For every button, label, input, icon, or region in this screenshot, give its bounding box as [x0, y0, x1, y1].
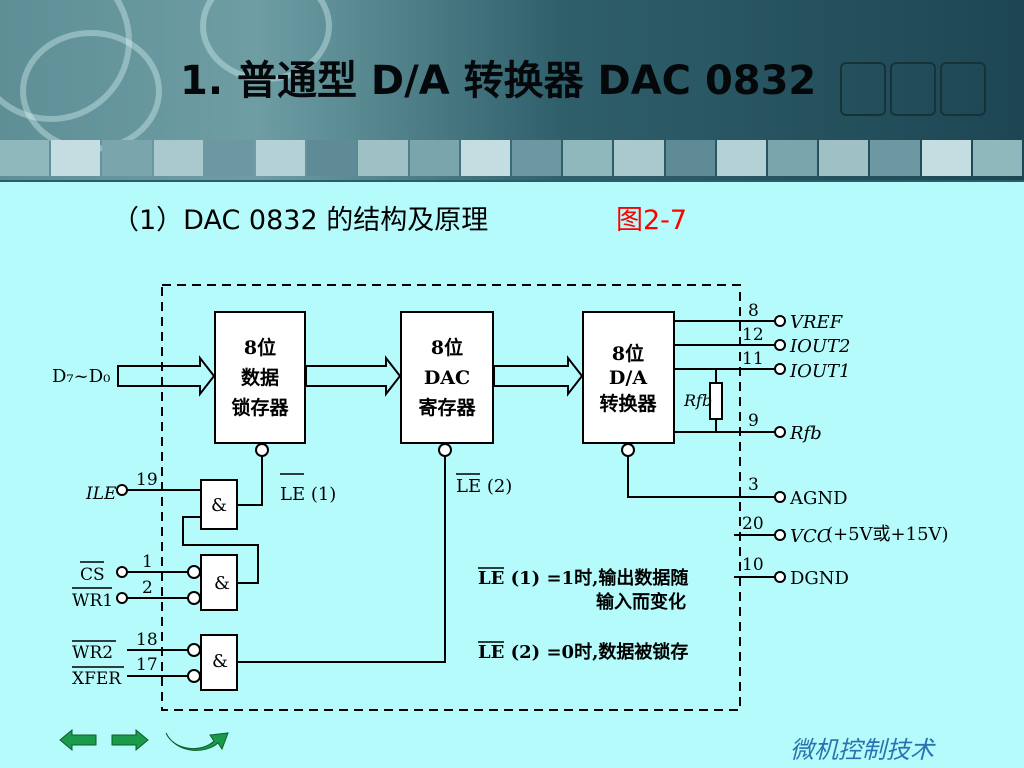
gate2-cs-inverter [187, 565, 201, 579]
gate2-wr1-inverter [187, 591, 201, 605]
pin-name-wr2: WR2 [72, 643, 113, 663]
dac-register-line-2: DAC [424, 367, 470, 389]
pin-num-iout1: 11 [742, 349, 764, 369]
and-gate-1-symbol: & [211, 495, 227, 516]
le2-label: LE (2) [456, 476, 512, 497]
pin-name-rfb: Rfb [789, 423, 822, 444]
pin-num-cs: 1 [142, 552, 153, 572]
pin-num-dgnd: 10 [742, 555, 764, 575]
pin-wr1-terminal [116, 592, 128, 604]
pin-iout1-terminal [774, 363, 786, 375]
return-arrow-icon [165, 732, 229, 751]
pin-name-vref: VREF [790, 312, 844, 333]
tile-strip [0, 140, 1024, 176]
rfb-internal-label: Rfb [683, 391, 712, 410]
gate3-xfer-inverter [187, 669, 201, 683]
latch-line-3: 锁存器 [231, 396, 289, 419]
pin-rfb-terminal [774, 426, 786, 438]
figure-reference: 图2-7 [616, 205, 688, 236]
pin-name-cs: CS [80, 565, 105, 585]
dac-register-line-1: 8位 [431, 336, 463, 359]
pin-num-vcc: 20 [742, 514, 764, 534]
dac-register-line-3: 寄存器 [418, 396, 476, 419]
left-arrow-icon [59, 728, 97, 752]
pin-vref-terminal [774, 315, 786, 327]
pin-name-wr1: WR1 [72, 591, 113, 611]
le1-label: LE (1) [280, 484, 336, 505]
pin-num-xfer: 17 [136, 655, 158, 675]
note-le2: LE (2) =0时,数据被锁存 [478, 641, 688, 663]
bus-arrow-2 [493, 355, 584, 397]
dac-register-le-bubble [438, 443, 452, 457]
pin-num-agnd: 3 [748, 475, 759, 495]
converter-line-3: 转换器 [599, 392, 657, 415]
latch-line-2: 数据 [241, 366, 279, 389]
pin-ile-terminal [116, 484, 128, 496]
pin-num-vref: 8 [748, 301, 759, 321]
converter-line-2: D/A [609, 367, 647, 389]
pin-name-xfer: XFER [72, 669, 122, 689]
converter-line-1: 8位 [612, 342, 644, 365]
pin-name-agnd: AGND [789, 488, 848, 509]
converter-agnd-bubble [621, 443, 635, 457]
vcc-voltage-note: (+5V或+15V) [826, 524, 949, 545]
pin-dgnd-terminal [774, 571, 786, 583]
section-subtitle: （1）DAC 0832 的结构及原理 [112, 205, 489, 236]
pin-agnd-terminal [774, 491, 786, 503]
return-button[interactable] [162, 729, 232, 751]
latch-le-bubble [255, 443, 269, 457]
header-banner [0, 0, 1024, 180]
and-gate-3-symbol: & [212, 651, 228, 672]
data-input-arrow [117, 355, 216, 397]
note-le1-line-1: LE (1) =1时,输出数据随 [478, 567, 688, 589]
and-gate-2-symbol: & [214, 573, 230, 594]
pin-num-ile: 19 [136, 470, 158, 490]
data-input-label: D₇~D₀ [52, 366, 110, 387]
prev-slide-button[interactable] [58, 728, 100, 752]
pin-name-iout1: IOUT1 [789, 361, 851, 382]
right-arrow-icon [111, 728, 149, 752]
latch-line-1: 8位 [244, 336, 276, 359]
pin-num-rfb: 9 [748, 411, 759, 431]
pin-num-wr1: 2 [142, 578, 153, 598]
dac-register-block [400, 311, 494, 444]
header-rule [0, 180, 1024, 182]
gate3-wr2-inverter [187, 643, 201, 657]
pin-name-vcc: VCC [790, 526, 831, 547]
pin-iout2-terminal [774, 339, 786, 351]
pin-vcc-terminal [774, 529, 786, 541]
and-gate-1 [200, 479, 238, 530]
course-footer: 微机控制技术 [790, 736, 934, 764]
pin-name-iout2: IOUT2 [789, 336, 851, 357]
and-gate-2 [200, 554, 238, 611]
latch-block [214, 311, 306, 444]
bus-arrow-1 [305, 355, 402, 397]
pin-num-iout2: 12 [742, 325, 764, 345]
pin-name-dgnd: DGND [790, 568, 849, 589]
slide-title: 1. 普通型 D/A 转换器 DAC 0832 [180, 58, 817, 104]
next-slide-button[interactable] [110, 728, 152, 752]
pin-name-ile: ILE [85, 484, 117, 504]
note-le1-line-2: 输入而变化 [596, 591, 686, 613]
pin-num-wr2: 18 [136, 630, 158, 650]
converter-block [582, 311, 675, 444]
pin-cs-terminal [116, 566, 128, 578]
chip-boundary [161, 284, 741, 711]
